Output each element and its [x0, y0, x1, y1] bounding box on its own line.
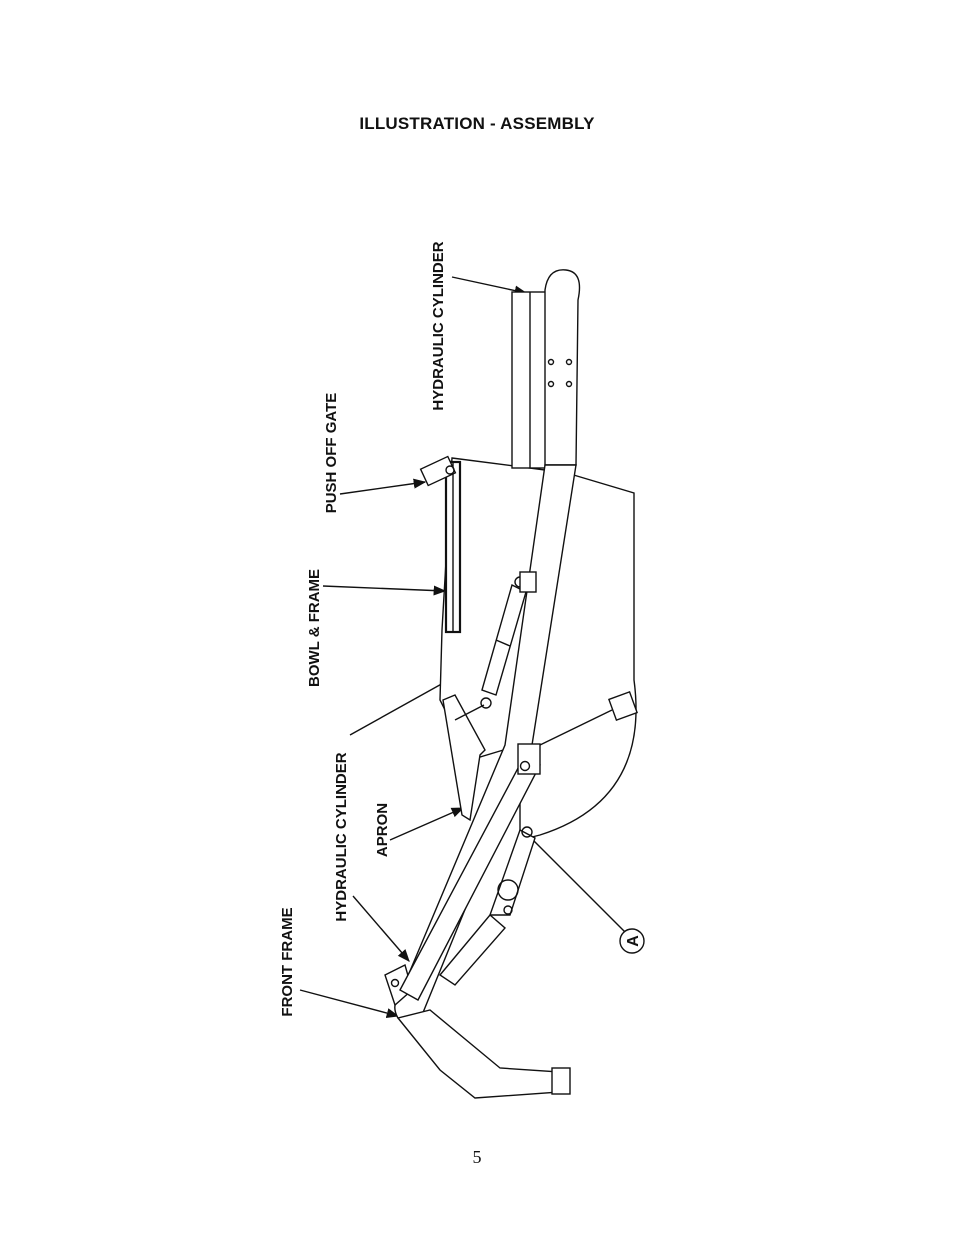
lower-link — [489, 828, 536, 916]
label-push-off-gate: PUSH OFF GATE — [323, 393, 340, 514]
front-frame-tongue — [396, 1009, 561, 1099]
apron-panel — [442, 694, 486, 822]
leader-apron — [389, 807, 465, 841]
machine-illustration — [384, 269, 638, 1099]
apron-pivot-block — [517, 743, 541, 775]
label-bowl-frame: BOWL & FRAME — [306, 569, 323, 687]
label-front-frame: FRONT FRAME — [279, 907, 296, 1016]
roller — [497, 879, 519, 901]
hydraulic-cylinder-bottom-body — [438, 914, 506, 986]
label-hydraulic-cylinder-top: HYDRAULIC CYLINDER — [430, 241, 447, 410]
label-apron: APRON — [374, 803, 391, 857]
leader-hydraulic-cylinder-bottom-lower — [352, 895, 410, 962]
main-frame-rail-top — [544, 269, 581, 466]
push-off-gate-connector — [419, 455, 457, 487]
leader-front-frame — [299, 989, 400, 1018]
bowl-side-block — [608, 691, 638, 721]
leader-hydraulic-cylinder-top — [451, 276, 528, 296]
callout-a: A — [619, 928, 645, 954]
callout-a-letter: A — [625, 935, 642, 947]
page-title: ILLUSTRATION - ASSEMBLY — [359, 114, 595, 133]
leader-callout-a — [532, 839, 627, 934]
front-frame-hitch — [551, 1067, 571, 1095]
label-hydraulic-cylinder-bottom: HYDRAULIC CYLINDER — [333, 752, 350, 921]
leader-bowl-frame — [322, 585, 447, 596]
page-number: 5 — [472, 1147, 482, 1167]
leader-push-off-gate — [339, 478, 427, 495]
